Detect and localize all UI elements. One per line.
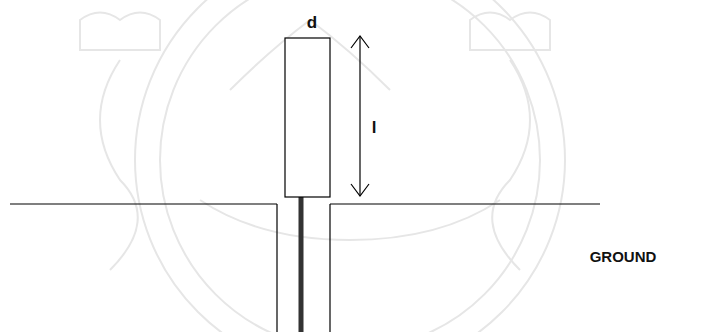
ground-plane <box>10 203 600 204</box>
length-label: l <box>372 119 377 136</box>
monopole-element <box>285 38 330 197</box>
length-arrow <box>351 36 369 196</box>
ground-label: GROUND <box>590 249 657 264</box>
feed-line <box>277 197 330 332</box>
width-label: d <box>307 14 317 31</box>
watermark-seal <box>80 0 565 332</box>
